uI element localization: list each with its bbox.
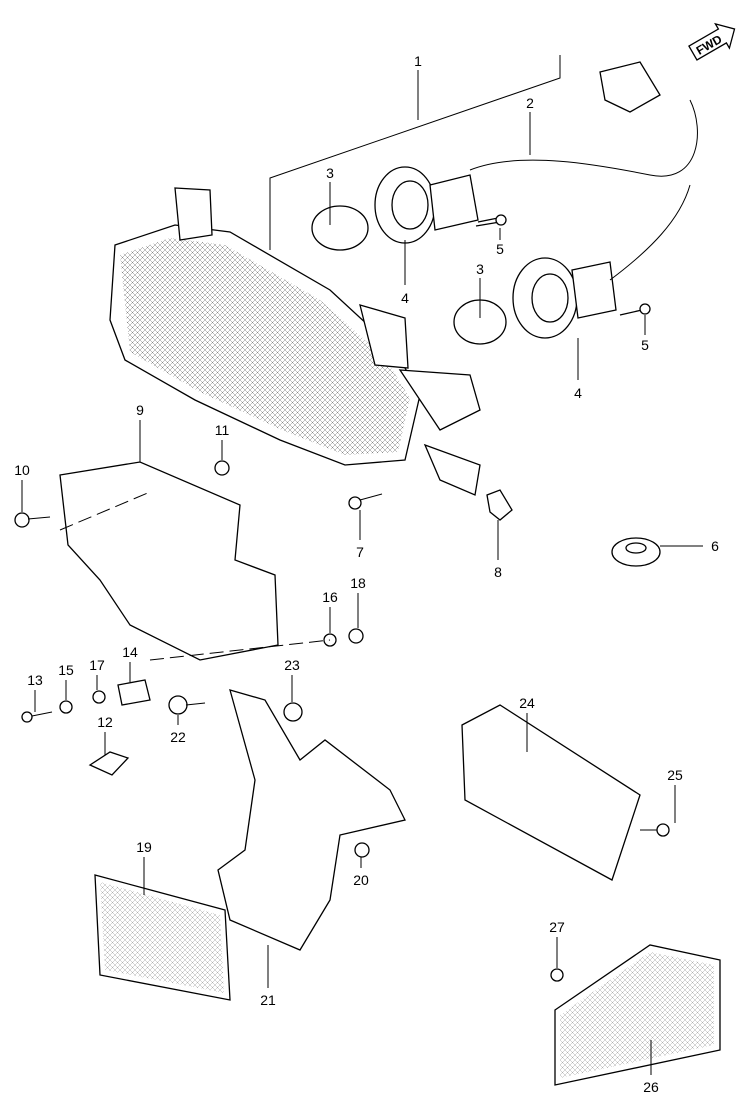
license-lamp	[461, 704, 641, 881]
license-plate-bracket	[59, 461, 279, 661]
callout-22: 22	[170, 729, 186, 745]
callout-16: 16	[322, 589, 338, 605]
callout-14: 14	[122, 644, 138, 660]
callout-2: 2	[526, 95, 534, 111]
callout-8: 8	[494, 564, 502, 580]
callout-1: 1	[414, 53, 422, 69]
callout-11: 11	[215, 422, 230, 438]
wire-harness	[469, 61, 698, 281]
bulb-socket-lower	[453, 257, 617, 345]
callout-4b: 4	[574, 385, 582, 401]
callout-23: 23	[284, 657, 300, 673]
small-parts	[14, 214, 670, 982]
callouts: 1 2 3 4 5 3 5 4 6 7 8 9 10 11 12 13 14 1…	[14, 53, 719, 1095]
callout-25: 25	[667, 767, 683, 783]
callout-4: 4	[401, 290, 409, 306]
callout-24: 24	[519, 695, 535, 711]
callout-5: 5	[496, 241, 504, 257]
callout-6: 6	[711, 538, 719, 554]
tail-lamp-housing	[109, 187, 481, 496]
callout-10: 10	[14, 462, 30, 478]
callout-19: 19	[136, 839, 152, 855]
callout-18: 18	[350, 575, 366, 591]
callout-26: 26	[643, 1079, 659, 1095]
callout-3b: 3	[476, 261, 484, 277]
callout-15: 15	[58, 662, 74, 678]
callout-5b: 5	[641, 337, 649, 353]
fwd-arrow-icon: FWD	[688, 22, 736, 61]
callout-9: 9	[136, 402, 144, 418]
callout-12: 12	[97, 714, 113, 730]
callout-7: 7	[356, 544, 364, 560]
leader-lines	[21, 55, 703, 1075]
bulb-socket-upper	[311, 166, 479, 251]
callout-21: 21	[260, 992, 276, 1008]
callout-20: 20	[353, 872, 369, 888]
callout-13: 13	[27, 672, 43, 688]
reflector-bracket	[217, 689, 406, 951]
callout-3: 3	[326, 165, 334, 181]
callout-17: 17	[89, 657, 105, 673]
callout-27: 27	[549, 919, 565, 935]
